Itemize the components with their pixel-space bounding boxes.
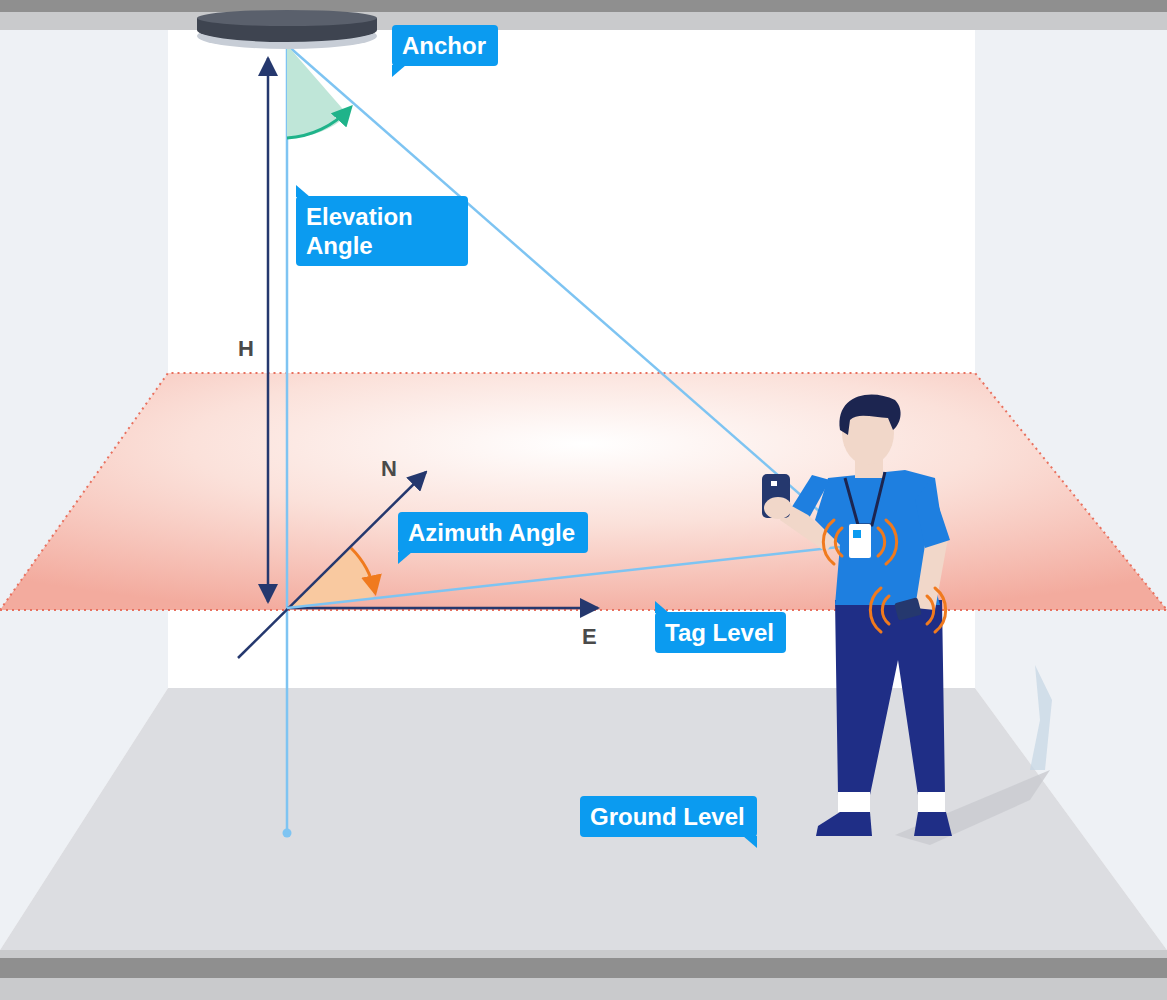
east-axis xyxy=(287,607,598,610)
axis-label: N xyxy=(381,457,397,481)
plane-edge xyxy=(0,609,1167,611)
illustration-part xyxy=(886,520,897,564)
callout-tail-shape xyxy=(655,601,669,613)
illustration-part xyxy=(882,596,889,624)
person-figure xyxy=(762,395,1052,845)
illustration-part xyxy=(878,528,885,556)
origin-tag-line xyxy=(287,546,848,608)
floor xyxy=(0,688,1167,950)
tag-level-plane xyxy=(0,373,1167,610)
phone-screen xyxy=(771,481,777,486)
hair xyxy=(840,395,901,435)
illustration-part xyxy=(870,588,881,632)
illustration-part xyxy=(935,588,946,632)
callout-label: Tag Level xyxy=(665,618,776,647)
callout-tail-shape xyxy=(392,65,406,77)
plumb-dot xyxy=(283,829,292,838)
floor-band xyxy=(0,950,1167,958)
callout-tag: Tag Level xyxy=(655,612,786,653)
floor-band xyxy=(0,958,1167,978)
ceiling-band xyxy=(0,12,1167,30)
sleeve xyxy=(915,480,950,548)
anchor-tag-line xyxy=(287,45,852,540)
illustration-part xyxy=(823,520,834,564)
illustration-part xyxy=(197,10,377,26)
elevation-arc xyxy=(287,108,350,138)
callout-tail-shape xyxy=(296,185,310,197)
illustration-part xyxy=(835,528,842,556)
plumb-line xyxy=(286,45,289,832)
callout-tail xyxy=(296,185,310,197)
plane-edge xyxy=(0,373,1167,610)
callout-tag: Azimuth Angle xyxy=(398,512,588,553)
callout-tail xyxy=(392,65,406,77)
callout-label: Azimuth Angle xyxy=(408,518,578,547)
callout-tail xyxy=(398,552,412,564)
callout-label: Elevation Angle xyxy=(306,202,456,260)
shoe xyxy=(816,812,872,836)
anchor-device xyxy=(197,10,377,49)
callout-label: Ground Level xyxy=(590,802,747,831)
badge-logo xyxy=(853,530,861,538)
smartwatch xyxy=(894,597,922,621)
callout-tag: Elevation Angle xyxy=(296,196,468,266)
signal-waves xyxy=(823,520,945,632)
floor-band xyxy=(0,978,1167,1000)
shoe xyxy=(914,812,952,836)
ceiling-band xyxy=(0,0,1167,12)
callout-tail xyxy=(743,836,757,848)
sock xyxy=(918,792,945,812)
trousers xyxy=(835,600,945,795)
shadow xyxy=(1030,665,1052,770)
north-axis xyxy=(238,472,426,658)
illustration-part xyxy=(927,596,934,624)
badge xyxy=(849,524,871,558)
lanyard xyxy=(845,472,885,525)
elevation-wedge xyxy=(287,45,348,138)
axis-label: H xyxy=(238,337,254,361)
sock xyxy=(838,792,870,812)
azimuth-arc xyxy=(351,548,375,592)
callout-tail xyxy=(655,601,669,613)
callout-label: Anchor xyxy=(402,31,488,60)
callout-tail-shape xyxy=(398,552,412,564)
height-dimension xyxy=(267,58,270,602)
callout-tail-shape xyxy=(743,836,757,848)
axis-label: E xyxy=(582,625,597,649)
callout-tag: Ground Level xyxy=(580,796,757,837)
hand xyxy=(764,497,792,519)
callout-tag: Anchor xyxy=(392,25,498,66)
